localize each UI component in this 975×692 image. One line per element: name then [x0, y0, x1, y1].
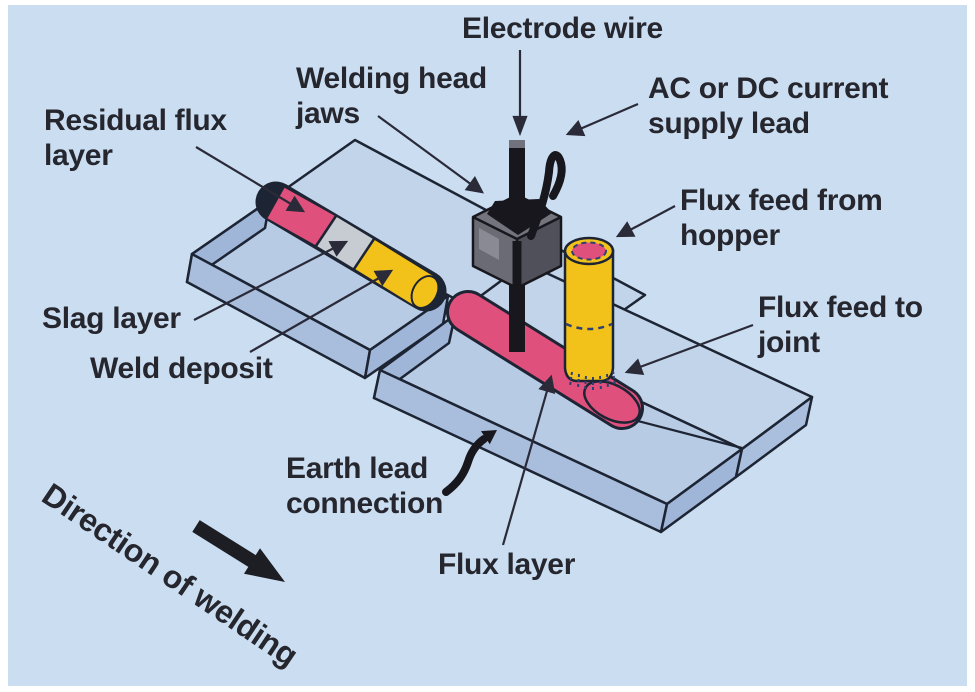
leader-electrode-wire	[512, 50, 528, 137]
label-electrode-wire: Electrode wire	[462, 12, 663, 45]
leader-slag-layer	[193, 240, 349, 321]
leader-weld-deposit	[249, 269, 394, 353]
left-plate-right-end-face	[363, 294, 450, 380]
leader-welding-head-jaws	[377, 115, 484, 194]
supply-cable	[527, 151, 566, 240]
electrode-rod	[509, 140, 525, 222]
electrode-rod-tip	[509, 140, 525, 148]
leader-ac-dc-lead	[565, 102, 639, 137]
welding-head-highlight	[479, 228, 499, 260]
weld-deposit-end-cap	[410, 275, 440, 309]
tube-flux-opening	[571, 241, 607, 261]
electrode-rod-upper	[509, 140, 525, 222]
label-slag-layer: Slag layer	[42, 302, 181, 335]
label-flux-layer: Flux layer	[438, 548, 576, 581]
leader-residual-flux	[195, 146, 306, 213]
leader-flux-layer	[501, 374, 556, 546]
weld-deposit-segment	[354, 239, 434, 306]
direction-arrow	[192, 520, 285, 582]
label-ac-dc-lead: AC or DC current supply lead	[648, 72, 889, 140]
bead-divider-2	[352, 238, 376, 270]
bead-divider-1	[314, 215, 338, 247]
electrode-rod-lower	[509, 278, 525, 352]
flux-fall-fringe	[569, 370, 616, 391]
tube-dashed-band	[565, 322, 613, 331]
tube-body	[563, 249, 615, 383]
leader-flux-feed-hopper	[615, 205, 676, 238]
right-rear-plate-end-face	[734, 395, 814, 479]
earth-lead-arrow	[442, 430, 497, 496]
label-flux-feed-joint: Flux feed to joint	[758, 291, 923, 359]
label-weld-deposit: Weld deposit	[90, 352, 273, 385]
leader-lines	[193, 50, 754, 546]
label-earth-lead: Earth lead connection	[286, 452, 444, 520]
label-welding-head-jaws: Welding head jaws	[296, 62, 487, 130]
residual-flux-segment	[267, 187, 335, 247]
leader-flux-feed-joint	[624, 323, 754, 375]
joint-seam-line	[629, 417, 743, 450]
right-plate-assembly	[372, 261, 814, 534]
flux-hopper-tube	[563, 236, 615, 383]
label-flux-feed-hopper: Flux feed from hopper	[680, 184, 883, 252]
label-residual-flux: Residual flux layer	[44, 104, 227, 172]
